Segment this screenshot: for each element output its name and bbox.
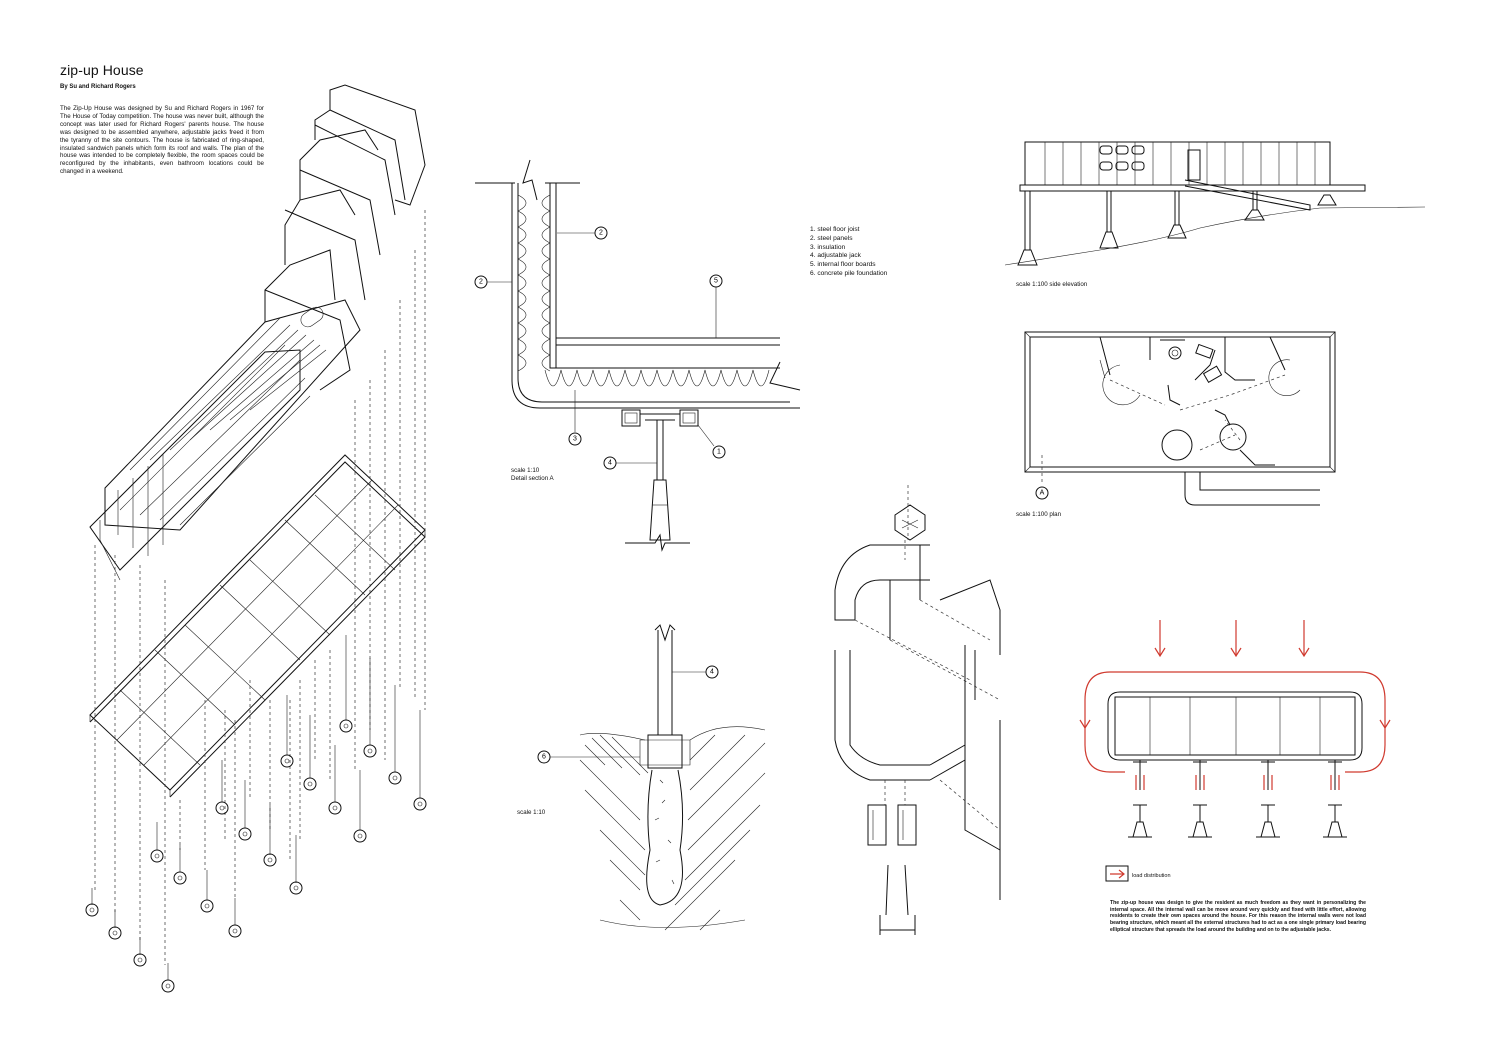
detail-section-caption: scale 1:10 Detail section A bbox=[511, 467, 554, 482]
legend-item: 2. steel panels bbox=[810, 234, 853, 242]
jack-icon bbox=[363, 658, 377, 758]
jack-icon bbox=[328, 745, 342, 815]
side-elevation-caption: scale 1:100 side elevation bbox=[1016, 281, 1088, 288]
jack-icon bbox=[228, 898, 242, 938]
jack-icon bbox=[200, 870, 214, 913]
callout-1: 1 bbox=[717, 449, 721, 456]
joint-axonometric-detail bbox=[834, 485, 1001, 935]
jack-icon bbox=[215, 760, 229, 815]
detail-section-scale: scale 1:10 bbox=[511, 467, 540, 474]
axonometric-jacks bbox=[85, 635, 427, 993]
side-elevation-drawing bbox=[1004, 141, 1426, 266]
component-legend: 1. steel floor joist 2. steel panels 3. … bbox=[810, 226, 887, 279]
callout-5: 5 bbox=[714, 278, 718, 285]
jack-icon bbox=[413, 710, 427, 811]
jack-icon bbox=[353, 770, 367, 843]
jack-icon bbox=[85, 888, 99, 917]
detail-section-a: 2 2 5 3 1 4 bbox=[474, 159, 801, 552]
legend-item: 6. concrete pile foundation bbox=[810, 269, 888, 277]
legend-item: 5. internal floor boards bbox=[810, 261, 876, 269]
legend-item: 3. insulation bbox=[810, 243, 846, 251]
jack-icon bbox=[108, 910, 122, 940]
load-legend-label: load distribution bbox=[1132, 873, 1171, 879]
jack-icon bbox=[388, 685, 402, 785]
plan-drawing: A bbox=[1024, 331, 1336, 506]
legend-item: 1. steel floor joist bbox=[810, 226, 860, 233]
jack-icon bbox=[150, 822, 164, 863]
callout-4: 4 bbox=[608, 460, 612, 467]
foundation-detail: 4 6 bbox=[537, 624, 766, 931]
plan-caption: scale 1:100 plan bbox=[1016, 511, 1062, 518]
callout-3: 3 bbox=[573, 436, 577, 443]
load-description: The zip-up house was design to give the … bbox=[1110, 900, 1366, 933]
callout-2: 2 bbox=[599, 230, 603, 237]
page-subtitle: By Su and Richard Rogers bbox=[60, 84, 136, 90]
jack-icon bbox=[339, 635, 353, 733]
axonometric-shell bbox=[89, 84, 426, 581]
load-distribution-diagram bbox=[1079, 620, 1391, 882]
page-title: zip-up House bbox=[60, 62, 144, 78]
jack-icon bbox=[133, 937, 147, 967]
detail-section-name: Detail section A bbox=[511, 474, 554, 482]
axonometric-drop-lines bbox=[94, 210, 426, 965]
legend-item: 4. adjustable jack bbox=[810, 252, 861, 260]
callout-4: 4 bbox=[710, 669, 714, 676]
callout-6: 6 bbox=[542, 754, 546, 761]
jack-icon bbox=[280, 695, 294, 768]
jack-icon bbox=[289, 835, 303, 895]
foundation-scale: scale 1:10 bbox=[517, 809, 546, 816]
jack-icon bbox=[263, 805, 277, 867]
jack-icon bbox=[303, 715, 317, 791]
callout-2: 2 bbox=[479, 279, 483, 286]
jack-icon bbox=[238, 780, 252, 841]
section-marker-a: A bbox=[1040, 490, 1045, 497]
jack-icon bbox=[161, 963, 175, 993]
intro-paragraph: The Zip-Up House was designed by Su and … bbox=[60, 105, 264, 176]
jack-icon bbox=[173, 845, 187, 885]
